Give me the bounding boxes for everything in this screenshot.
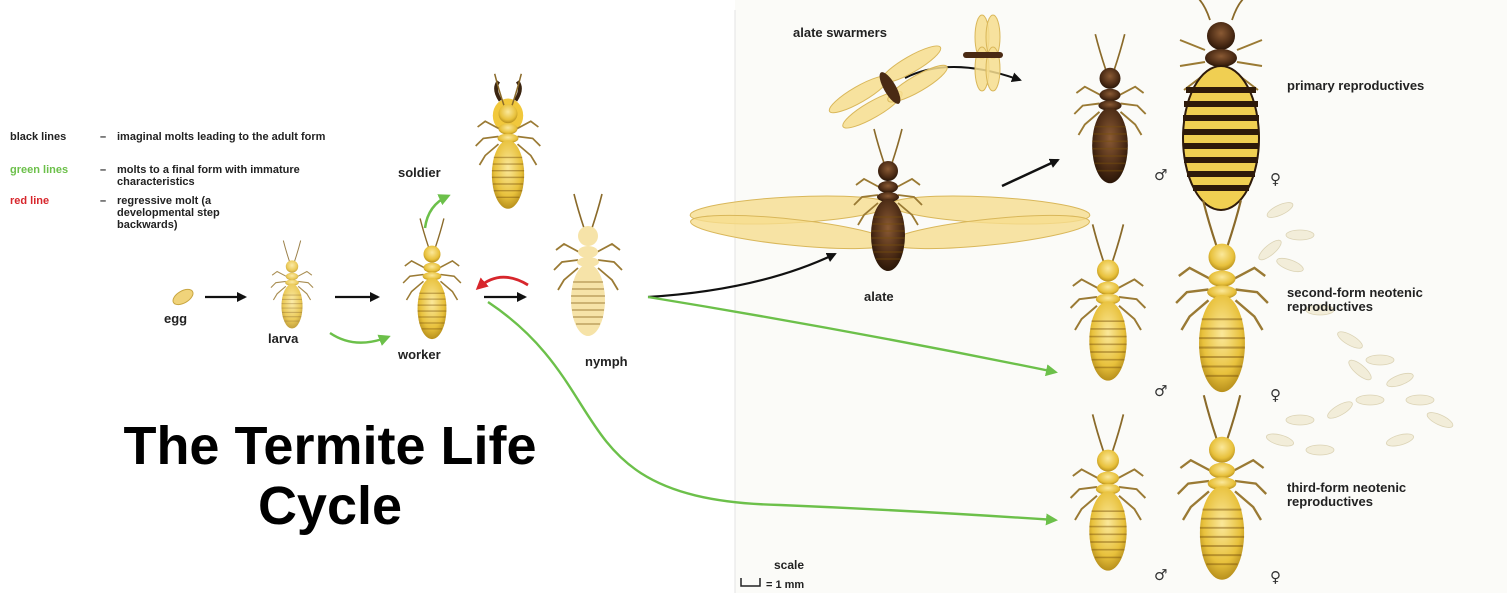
legend-red-key: red line: [10, 195, 49, 208]
legend-black-desc: imaginal molts leading to the adult form: [117, 131, 337, 143]
label-worker: worker: [398, 348, 441, 362]
label-second-form: second-form neotenic reproductives: [1287, 286, 1432, 314]
label-primary-reproductives: primary reproductives: [1287, 79, 1427, 93]
scale-label: scale: [774, 558, 804, 572]
label-larva: larva: [268, 332, 298, 346]
legend-black-dash: –: [100, 131, 106, 143]
female-symbol-third: ♀: [1270, 568, 1281, 586]
arrow-larva-worker-green: [330, 333, 388, 343]
label-third-form: third-form neotenic reproductives: [1287, 481, 1427, 509]
legend-red-desc: regressive molt (a developmental step ba…: [117, 195, 267, 231]
title-line-1: The Termite Life: [15, 416, 645, 476]
male-symbol-second: ♂: [1154, 382, 1167, 400]
title-line-2: Cycle: [15, 476, 645, 536]
male-symbol-third: ♂: [1154, 566, 1167, 584]
nymph-illustration: [554, 194, 622, 336]
female-symbol-second: ♀: [1270, 386, 1281, 404]
label-alate: alate: [864, 290, 894, 304]
arrow-worker-soldier: [425, 196, 448, 228]
label-egg: egg: [164, 312, 187, 326]
legend-red-dash: –: [100, 195, 106, 207]
female-symbol-primary: ♀: [1270, 170, 1281, 188]
male-symbol-primary: ♂: [1154, 166, 1167, 184]
larva-illustration: [271, 240, 313, 328]
label-nymph: nymph: [585, 355, 628, 369]
scale-value: = 1 mm: [766, 578, 804, 592]
label-soldier: soldier: [398, 166, 441, 180]
legend-green-desc: molts to a final form with immature char…: [117, 164, 327, 188]
legend-black-key: black lines: [10, 131, 66, 144]
worker-illustration: [403, 218, 461, 339]
egg-illustration: [170, 286, 195, 307]
legend-green-dash: –: [100, 164, 106, 176]
page-title: The Termite Life Cycle: [15, 416, 645, 536]
arrow-nymph-worker-red: [478, 277, 528, 288]
label-alate-swarmers: alate swarmers: [793, 26, 887, 40]
legend-green-key: green lines: [10, 164, 68, 177]
soldier-illustration: [476, 74, 541, 209]
